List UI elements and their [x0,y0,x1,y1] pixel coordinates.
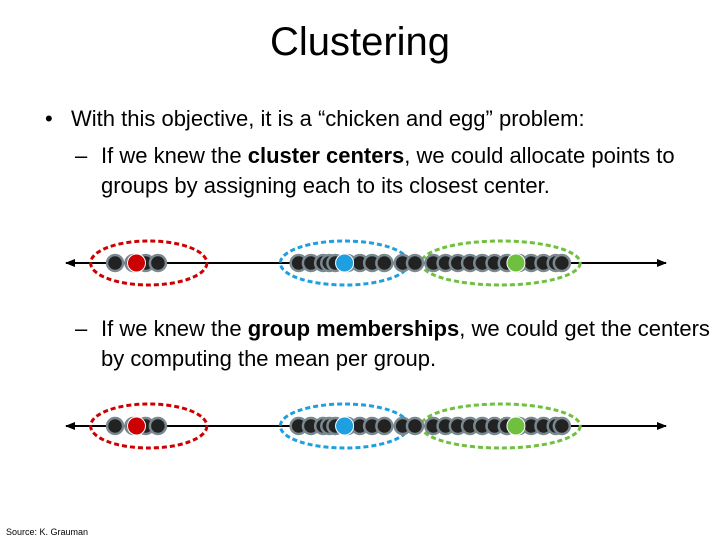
slide-title: Clustering [269,20,451,64]
source-credit: Source: K. Grauman [6,527,89,537]
data-point [552,416,572,436]
cluster-center-blue [335,253,355,273]
data-point [375,253,394,273]
cluster-center-red [127,416,146,436]
dash-mark: – [75,316,88,341]
data-point [405,416,425,436]
data-point [148,416,168,436]
diagram-centers [65,239,667,287]
diagram-memberships [65,402,667,450]
sub1-bold: cluster centers [247,143,405,168]
data-point [405,253,425,273]
main-bullet: • With this objective, it is a “chicken … [45,106,585,132]
cluster-center-red [127,253,146,273]
cluster-center-green [506,253,526,273]
dash-mark: – [75,143,88,168]
data-point [552,253,572,273]
sub-bullet-text: If we knew the group memberships, we cou… [101,314,716,374]
sub-bullet-group-memberships: – If we knew the group memberships, we c… [75,314,716,374]
cluster-center-blue [335,416,355,436]
sub2-bold: group memberships [247,316,460,341]
data-point [105,416,125,436]
sub1-after: , we could allocate points to groups by … [101,143,675,198]
data-point [375,416,394,436]
sub2-before: If we knew the [101,316,248,341]
sub-bullet-text: If we knew the cluster centers, we could… [101,141,716,201]
data-point [148,253,168,273]
sub1-before: If we knew the [101,143,248,168]
data-point [105,253,125,273]
cluster-center-green [506,416,526,436]
sub-bullet-cluster-centers: – If we knew the cluster centers, we cou… [75,141,716,201]
cluster-ellipse-red [89,239,209,287]
sub2-after: , we could get the centers by computing … [101,316,710,371]
bullet-text: With this objective, it is a “chicken an… [71,106,585,131]
bullet-mark: • [45,106,53,131]
cluster-ellipse-red [89,402,209,450]
